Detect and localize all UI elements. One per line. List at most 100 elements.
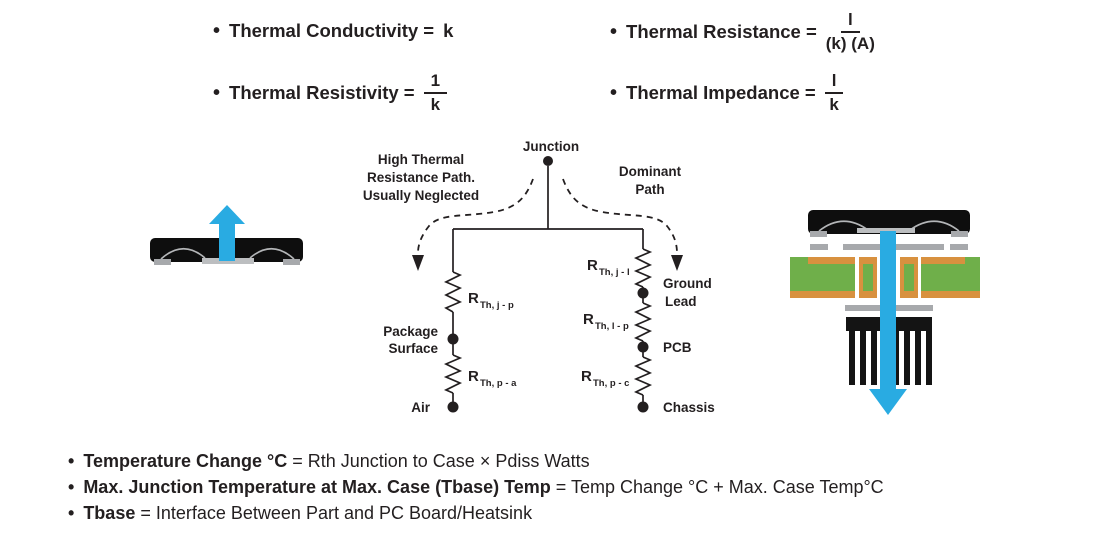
ground-lead-label-line1: Ground [663, 276, 712, 291]
rth-p-a-symbol: R [468, 368, 479, 385]
note-tbase: • Tbase = Interface Between Part and PC … [68, 500, 884, 526]
copper-pad [790, 291, 855, 298]
bond-wire-right-icon [249, 247, 295, 260]
heat-flow-up-arrow-head-icon [209, 205, 245, 224]
note-rest: = Rth Junction to Case × Pdiss Watts [287, 451, 590, 471]
rth-l-p-subscript: Th, l - p [595, 321, 629, 332]
junction-node [543, 156, 553, 166]
fraction: l k [824, 71, 844, 114]
note-temperature-change: • Temperature Change °C = Rth Junction t… [68, 448, 884, 474]
pcb-label: PCB [663, 340, 692, 355]
heatsink-fin [860, 331, 866, 385]
copper-pad [921, 257, 965, 264]
package-body [808, 210, 970, 234]
note-text: Tbase = Interface Between Part and PC Bo… [83, 500, 532, 526]
equation-value: k [443, 20, 454, 41]
high-resistance-note-line1: High Thermal [378, 152, 464, 167]
bond-wire-left-icon [818, 220, 869, 232]
bullet-icon: • [610, 20, 618, 43]
pcb-segment [863, 264, 873, 291]
junction-wires [453, 166, 643, 230]
dominant-path-note-line2: Path [635, 182, 664, 197]
package-lead-right [951, 231, 968, 237]
package-lead-left [154, 259, 171, 265]
chassis-label: Chassis [663, 400, 715, 415]
equation-label: Thermal Resistance = [626, 20, 817, 42]
fraction-denominator: k [430, 94, 441, 114]
rth-j-l-subscript: Th, j - l [599, 267, 630, 278]
package-surface-label-line1: Package [383, 324, 438, 339]
pcb-cross-section [790, 257, 980, 298]
note-text: Temperature Change °C = Rth Junction to … [83, 448, 589, 474]
fraction-numerator: 1 [423, 71, 448, 94]
rth-p-c-subscript: Th, p - c [593, 378, 629, 389]
fraction-denominator: k [829, 94, 839, 114]
fraction-numerator: l [824, 71, 844, 94]
neglected-path-dashed-arrow [417, 178, 534, 254]
solder-land-left [810, 244, 828, 250]
heatsink-fin [904, 331, 910, 385]
chassis-node [637, 401, 649, 413]
heatsink-fin [915, 331, 921, 385]
bullet-icon: • [610, 81, 618, 104]
equation-thermal-conductivity: • Thermal Conductivity = k [213, 20, 453, 42]
package-surface-node [447, 333, 459, 345]
thermal-pad [857, 228, 915, 233]
thermal-resistance-network-diagram: Junction High Thermal Resistance Path. U… [363, 139, 715, 415]
solder-land-right [950, 244, 968, 250]
note-rest: = Temp Change °C + Max. Case Temp°C [550, 477, 884, 497]
copper-pad [808, 257, 855, 264]
dominant-path-dashed-arrow [562, 178, 678, 254]
equation-thermal-resistivity: • Thermal Resistivity = 1 k [213, 71, 448, 114]
bullet-icon: • [68, 503, 75, 523]
pcb-heatsink-stack-illustration [790, 210, 980, 415]
dominant-path-arrowhead-icon [671, 255, 683, 271]
heatsink-fin [849, 331, 855, 385]
note-rest: = Interface Between Part and PC Board/He… [135, 503, 533, 523]
resistor-rth-p-c [633, 356, 653, 396]
package-lead-left [810, 231, 827, 237]
equation-thermal-resistance: • Thermal Resistance = l (k) (A) [610, 10, 875, 53]
bullet-icon: • [213, 20, 221, 42]
rth-p-a-subscript: Th, p - a [480, 378, 517, 389]
rth-l-p-symbol: R [583, 311, 594, 328]
notes-list: • Temperature Change °C = Rth Junction t… [68, 448, 884, 526]
equation-label: Thermal Conductivity = [229, 20, 435, 41]
note-lead: Temperature Change °C [83, 451, 288, 471]
bond-wire-right-icon [909, 220, 960, 232]
rth-j-l-symbol: R [587, 257, 598, 274]
rth-j-p-symbol: R [468, 290, 479, 307]
rth-p-c-symbol: R [581, 368, 592, 385]
heat-flow-up-arrow-stem [219, 223, 235, 261]
surface-mount-package-illustration [150, 205, 303, 265]
heatsink-fin [871, 331, 877, 385]
ground-lead-label-line2: Lead [665, 294, 697, 309]
dominant-path-note-line1: Dominant [619, 164, 682, 179]
resistor-rth-j-p [443, 271, 463, 313]
fraction: 1 k [423, 71, 448, 114]
ground-lead-node [637, 287, 649, 299]
bond-wire-left-icon [160, 247, 206, 260]
heat-flow-down-arrow-head-icon [869, 389, 907, 415]
package-lead-right [283, 259, 300, 265]
resistor-rth-j-l [633, 248, 653, 288]
bullet-icon: • [213, 81, 221, 104]
pcb-segment [904, 264, 914, 291]
air-node [447, 401, 459, 413]
equation-label: Thermal Impedance = [626, 81, 816, 103]
fraction: l (k) (A) [826, 10, 875, 53]
air-label: Air [411, 400, 431, 415]
bullet-icon: • [68, 477, 75, 497]
fraction-numerator: l [840, 10, 860, 33]
note-lead: Tbase [83, 503, 136, 523]
neglected-path-arrowhead-icon [412, 255, 424, 271]
heat-flow-down-arrow-stem [880, 231, 896, 390]
junction-label: Junction [523, 139, 579, 154]
package-surface-label-line2: Surface [388, 341, 438, 356]
equation-label: Thermal Resistivity = [229, 81, 415, 103]
heatsink-fin [926, 331, 932, 385]
fraction-denominator: (k) (A) [825, 33, 875, 53]
pcb-node [637, 341, 649, 353]
note-text: Max. Junction Temperature at Max. Case (… [83, 474, 883, 500]
